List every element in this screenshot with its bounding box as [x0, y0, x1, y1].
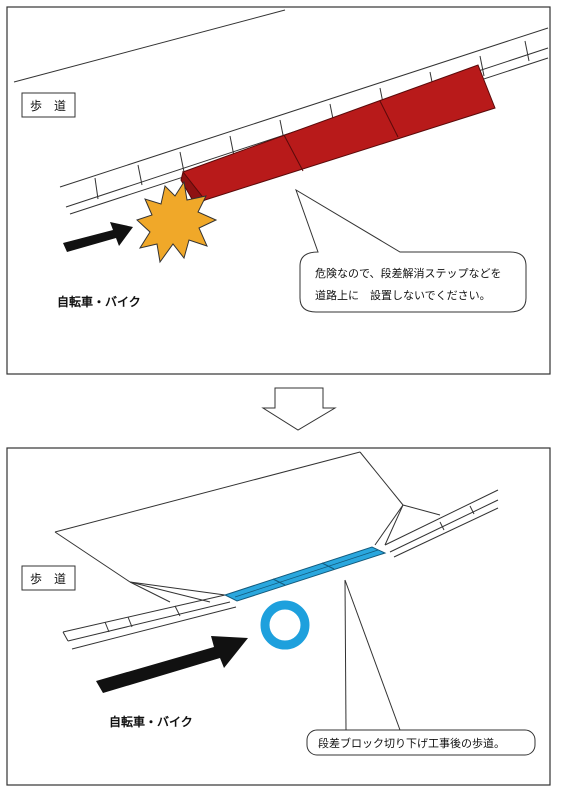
sidewalk-label: 歩 道	[30, 571, 66, 586]
road-edge-line	[54, 451, 361, 533]
top-panel: 歩 道 自転車・バイク 危険なので、段差解消ステップなどを 道路上に 設置しない…	[6, 6, 551, 375]
transition-arrow-icon	[261, 387, 337, 431]
callout-leader	[344, 579, 347, 731]
vehicle-label: 自転車・バイク	[57, 294, 141, 309]
ok-ring-icon	[260, 600, 310, 650]
top-panel-frame	[6, 6, 551, 375]
curb	[62, 489, 499, 650]
slope-lines	[54, 451, 441, 603]
callout-text: 段差ブロック切り下げ工事後の歩道。	[318, 736, 505, 750]
bottom-panel: 歩 道 自転車・バイク 段差ブロック切り下げ工事後の歩道。	[6, 447, 551, 786]
road-edge-line	[13, 9, 286, 83]
sidewalk-label: 歩 道	[30, 98, 66, 113]
bicycle-direction-arrow-icon	[96, 636, 248, 693]
bottom-panel-frame	[6, 447, 551, 786]
bicycle-direction-arrow-icon	[63, 222, 133, 252]
callout-leader	[344, 579, 401, 731]
vehicle-label: 自転車・バイク	[109, 714, 193, 729]
callout-bubble	[295, 188, 527, 313]
lowered-curb-blocks	[223, 546, 387, 602]
callout-bubble	[306, 729, 536, 756]
callout-text-line1: 危険なので、段差解消ステップなどを	[315, 266, 502, 280]
impact-burst-icon	[136, 180, 218, 264]
sidewalk-label-box	[21, 92, 76, 118]
sidewalk-label-box	[21, 565, 76, 591]
callout-text-line2: 道路上に 設置しないでください。	[315, 288, 491, 302]
